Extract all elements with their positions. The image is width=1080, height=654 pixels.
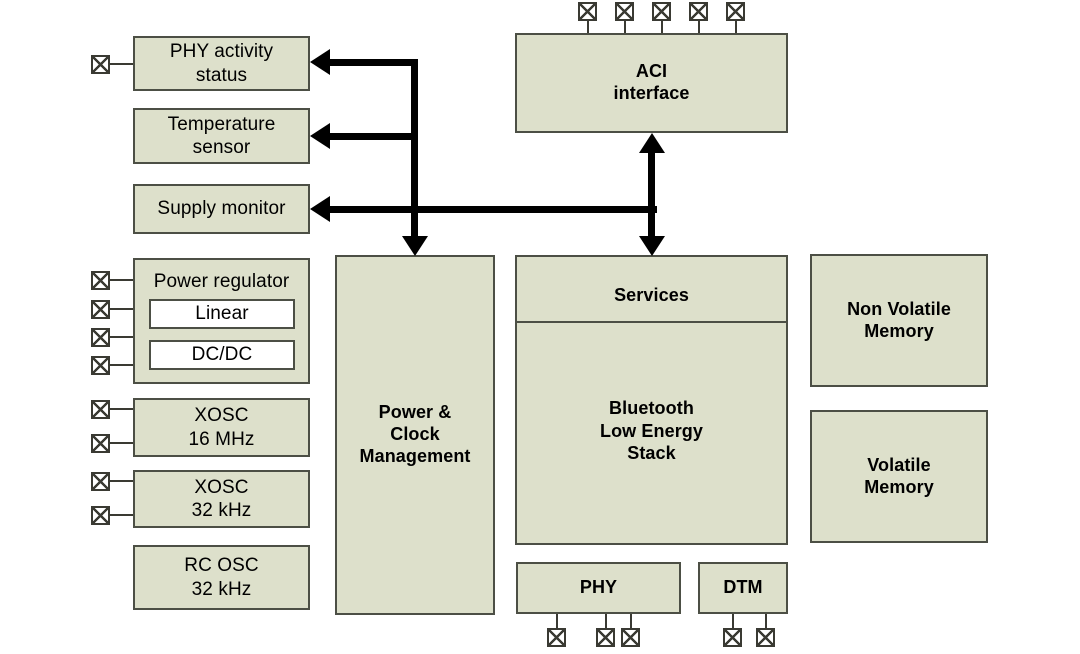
power-clock-management-block[interactable]: Power & Clock Management: [335, 255, 495, 615]
phy-pad-1[interactable]: [547, 628, 566, 647]
phy-activity-pad-wire: [110, 63, 133, 65]
power-regulator-caption: Power regulator: [153, 271, 290, 292]
phy-pad-3[interactable]: [621, 628, 640, 647]
dtm-pad-2[interactable]: [756, 628, 775, 647]
temperature-sensor-line2: sensor: [192, 137, 251, 158]
power-clock-management-line3: Management: [359, 445, 471, 466]
aci-to-services-arrowhead-down: [639, 236, 665, 256]
phy-activity-status-line2: status: [195, 64, 248, 86]
power-regulator-dcdc-subblock[interactable]: DC/DC: [149, 340, 295, 370]
aci-pad-3[interactable]: [652, 2, 671, 21]
phy-label: PHY: [579, 577, 618, 598]
pcm-bus-trunk: [411, 59, 418, 237]
phy-activity-status-block[interactable]: PHY activity status: [133, 36, 310, 91]
power-regulator-pad-1-wire: [110, 279, 133, 281]
temperature-sensor-line1: Temperature: [167, 113, 276, 135]
volatile-memory-line2: Memory: [864, 476, 934, 497]
temperature-sensor-block[interactable]: Temperature sensor: [133, 108, 310, 164]
volatile-memory-line1: Volatile: [867, 454, 931, 475]
xosc-32khz-block[interactable]: XOSC 32 kHz: [133, 470, 310, 528]
aci-pad-5[interactable]: [726, 2, 745, 21]
ble-stack-line3: Stack: [627, 443, 676, 463]
power-regulator-pad-2-wire: [110, 308, 133, 310]
xosc-16mhz-pad-1-wire: [110, 408, 133, 410]
phy-pad-2[interactable]: [596, 628, 615, 647]
dtm-block[interactable]: DTM: [698, 562, 788, 614]
power-clock-management-line1: Power &: [378, 402, 452, 423]
volatile-memory-block[interactable]: Volatile Memory: [810, 410, 988, 543]
xosc-32khz-pad-2[interactable]: [91, 506, 110, 525]
pcm-to-phy-activity-line: [330, 59, 415, 66]
dtm-pad-1[interactable]: [723, 628, 742, 647]
xosc-32khz-pad-2-wire: [110, 514, 133, 516]
non-volatile-memory-line1: Non Volatile: [847, 298, 951, 319]
rc-osc-32khz-line1: RC OSC: [184, 555, 259, 577]
aci-pad-2-wire: [624, 21, 626, 33]
pcm-to-temperature-sensor-line: [330, 133, 415, 140]
ble-stack-line1: Bluetooth: [609, 398, 694, 418]
ble-stack-label-group: Bluetooth Low Energy Stack: [517, 397, 786, 465]
xosc-16mhz-pad-2-wire: [110, 442, 133, 444]
aci-interface-line2: interface: [613, 83, 690, 103]
pcm-to-supply-monitor-line: [330, 206, 657, 213]
aci-interface-block[interactable]: ACI interface: [515, 33, 788, 133]
aci-to-services-arrowhead-up: [639, 133, 665, 153]
non-volatile-memory-line2: Memory: [864, 320, 934, 341]
xosc-32khz-line1: XOSC: [194, 476, 249, 498]
xosc-32khz-pad-1-wire: [110, 480, 133, 482]
power-regulator-pad-4-wire: [110, 364, 133, 366]
xosc-16mhz-pad-1[interactable]: [91, 400, 110, 419]
services-label: Services: [614, 285, 689, 305]
power-regulator-pad-2[interactable]: [91, 300, 110, 319]
aci-pad-1[interactable]: [578, 2, 597, 21]
phy-pad-3-wire: [630, 614, 632, 628]
power-regulator-linear-label: Linear: [195, 303, 249, 325]
xosc-16mhz-pad-2[interactable]: [91, 434, 110, 453]
power-regulator-block[interactable]: Power regulator Linear DC/DC: [133, 258, 310, 384]
services-ble-divider: [515, 321, 788, 323]
supply-monitor-block[interactable]: Supply monitor: [133, 184, 310, 234]
aci-to-services-line: [648, 149, 655, 240]
phy-pad-1-wire: [556, 614, 558, 628]
pcm-to-supply-monitor-arrowhead: [310, 196, 330, 222]
non-volatile-memory-block[interactable]: Non Volatile Memory: [810, 254, 988, 387]
aci-pad-5-wire: [735, 21, 737, 33]
power-regulator-pad-4[interactable]: [91, 356, 110, 375]
aci-interface-line1: ACI: [635, 61, 668, 82]
phy-pad-2-wire: [605, 614, 607, 628]
pcm-to-temperature-sensor-arrowhead: [310, 123, 330, 149]
phy-block[interactable]: PHY: [516, 562, 681, 614]
ble-stack-line2: Low Energy: [599, 420, 703, 441]
bus-to-power-clock-management-arrowhead: [402, 236, 428, 256]
rc-osc-32khz-line2: 32 kHz: [191, 578, 252, 600]
power-clock-management-line2: Clock: [390, 424, 440, 445]
power-regulator-dcdc-label: DC/DC: [191, 344, 253, 366]
aci-pad-2[interactable]: [615, 2, 634, 21]
pcm-to-phy-activity-arrowhead: [310, 49, 330, 75]
power-regulator-pad-1[interactable]: [91, 271, 110, 290]
aci-pad-4-wire: [698, 21, 700, 33]
dtm-pad-1-wire: [732, 614, 734, 628]
services-ble-stack-block[interactable]: Services Bluetooth Low Energy Stack: [515, 255, 788, 545]
dtm-pad-2-wire: [765, 614, 767, 628]
xosc-32khz-pad-1[interactable]: [91, 472, 110, 491]
power-regulator-pad-3-wire: [110, 336, 133, 338]
supply-monitor-label: Supply monitor: [157, 198, 286, 220]
phy-activity-status-line1: PHY activity: [169, 41, 274, 63]
power-regulator-pad-3[interactable]: [91, 328, 110, 347]
xosc-16mhz-block[interactable]: XOSC 16 MHz: [133, 398, 310, 457]
xosc-32khz-line2: 32 kHz: [191, 500, 252, 521]
phy-activity-pad[interactable]: [91, 55, 110, 74]
power-regulator-linear-subblock[interactable]: Linear: [149, 299, 295, 329]
xosc-16mhz-line2: 16 MHz: [188, 428, 255, 450]
aci-pad-4[interactable]: [689, 2, 708, 21]
aci-pad-3-wire: [661, 21, 663, 33]
rc-osc-32khz-block[interactable]: RC OSC 32 kHz: [133, 545, 310, 610]
xosc-16mhz-line1: XOSC: [194, 405, 249, 427]
dtm-label: DTM: [723, 577, 763, 598]
aci-pad-1-wire: [587, 21, 589, 33]
